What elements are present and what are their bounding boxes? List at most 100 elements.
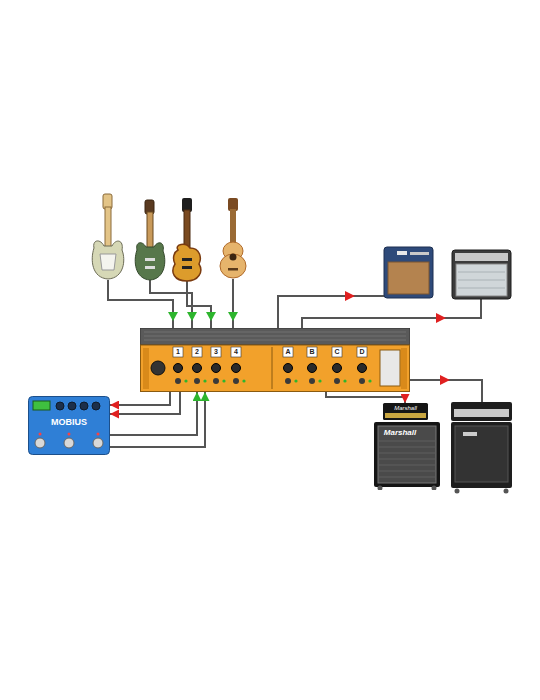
rack-groove <box>144 332 406 333</box>
caster <box>504 489 509 494</box>
acoustic-guitar <box>220 198 246 278</box>
body <box>135 243 165 280</box>
knob <box>284 364 293 373</box>
rack-ear <box>401 348 407 389</box>
soundhole <box>230 254 237 261</box>
signal-cable <box>110 392 197 435</box>
channel-badge <box>283 347 293 357</box>
grille-line <box>379 477 435 478</box>
grille-line <box>458 272 505 273</box>
cable <box>302 299 481 328</box>
knob <box>56 402 64 410</box>
signal-cable <box>326 392 405 403</box>
amp-stack: MarshallMarshall <box>374 403 440 490</box>
pickguard <box>100 254 116 270</box>
pickup <box>182 258 192 261</box>
electric-guitar <box>173 198 201 281</box>
brand-logo: Marshall <box>383 404 428 412</box>
caster <box>432 486 437 491</box>
signal-cable <box>110 392 170 405</box>
node-shape <box>374 403 440 490</box>
channel-badge <box>307 347 317 357</box>
amp-controls <box>410 252 429 255</box>
arrowhead <box>168 312 178 321</box>
amp-stack <box>451 402 512 494</box>
brand-logo: MOBIUS <box>32 416 106 428</box>
neck <box>230 209 236 243</box>
section-divider <box>272 347 273 389</box>
footswitch <box>64 438 74 448</box>
led <box>97 433 100 436</box>
led <box>294 379 297 382</box>
body <box>220 254 246 278</box>
pickup <box>182 266 192 269</box>
signal-cable <box>110 392 180 414</box>
lcd-display <box>33 401 50 410</box>
led <box>222 379 225 382</box>
power-logo <box>151 361 165 375</box>
channel-label: 2 <box>192 347 202 357</box>
pickup <box>145 266 155 269</box>
channel-label: A <box>283 347 293 357</box>
grille-line <box>379 453 435 454</box>
channel-label: 1 <box>173 347 183 357</box>
arrowhead <box>187 312 197 321</box>
rack-face <box>141 345 410 392</box>
channel-label: C <box>332 347 342 357</box>
knob <box>212 364 221 373</box>
switch <box>213 378 219 384</box>
channel-badge <box>173 347 183 357</box>
rack-top <box>140 328 410 345</box>
channel-badge <box>231 347 241 357</box>
signal-cable <box>110 392 205 447</box>
led <box>242 379 245 382</box>
knob <box>174 364 183 373</box>
neck <box>184 210 190 248</box>
amp-head <box>451 402 512 421</box>
pedal-body <box>29 397 110 455</box>
knob <box>232 364 241 373</box>
grille-line <box>379 459 435 460</box>
bridge <box>228 268 238 271</box>
led <box>203 379 206 382</box>
knob <box>333 364 342 373</box>
neck <box>147 212 153 248</box>
switch <box>175 378 181 384</box>
channel-badge <box>332 347 342 357</box>
grille-line <box>458 288 505 289</box>
knob <box>193 364 202 373</box>
grille-line <box>379 465 435 466</box>
channel-label: 4 <box>231 347 241 357</box>
switch <box>334 378 340 384</box>
arrowhead <box>206 312 216 321</box>
cabinet-grille <box>455 426 508 482</box>
brand-logo: Marshall <box>380 428 420 438</box>
rack-unit: 1234 A B C D <box>140 328 410 392</box>
rack-ear <box>143 348 149 389</box>
caster <box>378 486 383 491</box>
body <box>92 241 124 279</box>
caster <box>455 489 460 494</box>
switch <box>285 378 291 384</box>
amp-grille <box>388 262 429 294</box>
switch <box>359 378 365 384</box>
channel-label: D <box>357 347 367 357</box>
arrowhead <box>436 313 446 323</box>
arrowhead <box>440 375 450 385</box>
effects-pedal: MOBIUS <box>28 396 110 455</box>
arrowhead <box>345 291 355 301</box>
body <box>173 244 201 281</box>
grille-line <box>379 471 435 472</box>
amp-badge <box>397 251 407 255</box>
knob <box>92 402 100 410</box>
led <box>368 379 371 382</box>
rack-groove <box>144 336 406 337</box>
led <box>184 379 187 382</box>
cable <box>410 380 482 402</box>
led <box>318 379 321 382</box>
guitar-cables <box>108 279 233 328</box>
channel-label: 3 <box>211 347 221 357</box>
channel-label: B <box>307 347 317 357</box>
